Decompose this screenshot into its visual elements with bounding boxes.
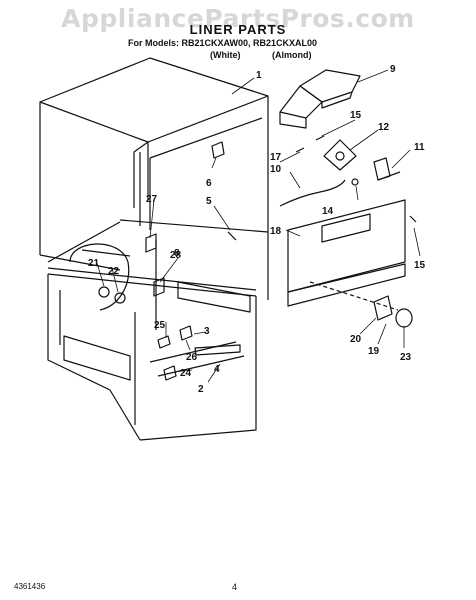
part-sensor <box>309 281 413 328</box>
callout-20: 20 <box>350 334 362 345</box>
part-screw-15a <box>315 135 325 141</box>
part-clip-24 <box>163 365 177 381</box>
callout-1: 1 <box>256 70 262 81</box>
part-rear-panel <box>287 199 406 307</box>
callout-4: 4 <box>214 364 220 375</box>
callout-26: 26 <box>186 352 198 363</box>
part-fan-bracket <box>373 157 401 181</box>
callout-21: 21 <box>88 258 100 269</box>
callout-11: 11 <box>414 142 425 153</box>
part-clip-3 <box>179 325 193 341</box>
part-knob-21 <box>98 286 110 298</box>
part-washer-14 <box>351 178 359 186</box>
callout-23: 23 <box>400 352 412 363</box>
part-bracket-28 <box>153 277 165 297</box>
callout-8: 8 <box>174 248 180 259</box>
callout-17: 17 <box>270 152 282 163</box>
callout-5: 5 <box>206 196 212 207</box>
callout-27: 27 <box>146 194 158 205</box>
callout-14: 14 <box>322 206 334 217</box>
watermark: AppliancePartsPros.com <box>61 4 415 33</box>
callout-9: 9 <box>390 64 396 75</box>
variant-almond: (Almond) <box>272 50 312 60</box>
part-bracket-27 <box>145 233 157 253</box>
callout-12: 12 <box>378 122 390 133</box>
part-bracket-6 <box>211 141 225 159</box>
part-screw-15b <box>409 215 417 223</box>
callout-15-bottom: 15 <box>414 260 426 271</box>
variant-white: (White) <box>210 50 241 60</box>
document-number: 4361436 <box>14 582 46 591</box>
callout-3: 3 <box>204 326 210 337</box>
callout-22: 22 <box>108 266 120 277</box>
part-screw-5 <box>227 231 237 241</box>
diagram-title: LINER PARTS <box>189 22 287 37</box>
callout-18: 18 <box>270 226 282 237</box>
page-number: 4 <box>232 582 238 592</box>
callout-10: 10 <box>270 164 282 175</box>
callout-15-top: 15 <box>350 110 362 121</box>
part-clip-25 <box>157 335 171 349</box>
part-screw-17 <box>295 147 305 153</box>
leader-lines <box>95 69 421 383</box>
callout-labels: 1 2 3 4 5 6 8 9 10 11 12 14 15 15 17 18 … <box>88 64 426 395</box>
callout-19: 19 <box>368 346 380 357</box>
liner-cabinet <box>39 57 269 441</box>
callout-25: 25 <box>154 320 166 331</box>
callout-6: 6 <box>206 178 212 189</box>
callout-2: 2 <box>198 384 204 395</box>
part-air-duct <box>279 69 361 129</box>
part-knob-22 <box>114 292 126 304</box>
callout-28: 28 <box>170 250 182 261</box>
callout-24: 24 <box>180 368 192 379</box>
part-fan-blade <box>323 139 357 171</box>
part-wire-harness <box>279 179 346 207</box>
models-line: For Models: RB21CKXAW00, RB21CKXAL00 <box>128 38 318 48</box>
